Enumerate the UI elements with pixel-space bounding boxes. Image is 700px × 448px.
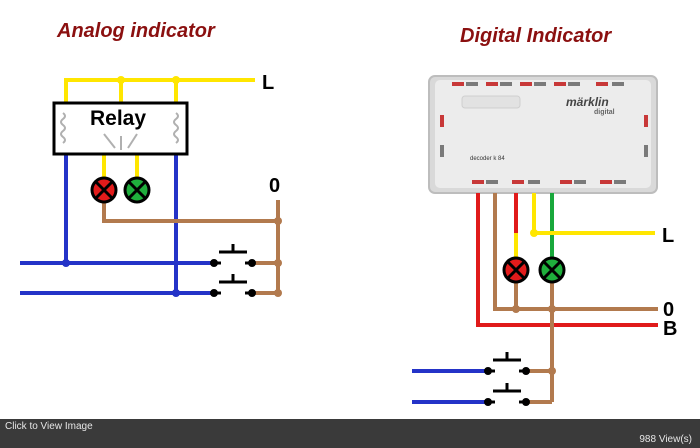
brown-junctions: [274, 217, 282, 297]
decoder-side-terminals: [440, 115, 648, 157]
analog-terminal-l: L: [262, 72, 274, 94]
decoder-module: märklin digital decoder k 84: [428, 75, 658, 194]
decoder-model: decoder k 84: [470, 156, 505, 162]
click-to-view-link[interactable]: Click to View Image: [5, 421, 93, 432]
digital-terminal-b: B: [663, 318, 677, 340]
yellow-wire-l: [64, 78, 255, 103]
digital-lamp-green: [538, 256, 566, 284]
analog-terminal-0: 0: [269, 175, 280, 197]
yellow-junctions: [117, 76, 180, 84]
decoder-brand: märklin: [566, 95, 609, 109]
red-wire-b: [476, 193, 658, 327]
analog-pushbutton-upper: [210, 244, 256, 267]
digital-terminal-0: 0: [663, 299, 674, 321]
decoder-top-terminals: [452, 82, 624, 86]
wiring-diagram: Analog indicator: [20, 20, 677, 406]
decoder-bottom-terminals: [472, 180, 626, 184]
brown-junctions-digital: [512, 305, 556, 375]
analog-lamp-red: [90, 176, 118, 204]
yellow-junction-digital: [530, 229, 538, 237]
blue-junctions: [62, 259, 180, 297]
digital-terminal-l: L: [662, 225, 674, 247]
digital-title: Digital Indicator: [460, 25, 612, 47]
image-caption-bar: Click to View Image 988 View(s): [0, 419, 700, 448]
analog-title: Analog indicator: [56, 20, 216, 42]
brown-wire-btn-stubs: [526, 369, 552, 404]
brown-wire-common: [102, 202, 278, 223]
digital-wiring: [412, 193, 658, 404]
brown-wire-0-digital: [493, 193, 658, 311]
digital-pushbutton-lower: [484, 383, 530, 406]
relay-coil-icon: [60, 112, 179, 150]
digital-pushbutton-upper: [484, 352, 530, 375]
analog-wiring: [20, 76, 282, 297]
decoder-brand-sub: digital: [594, 109, 615, 116]
analog-lamp-green: [123, 176, 151, 204]
relay-label: Relay: [90, 107, 146, 130]
digital-lamp-red: [502, 256, 530, 284]
relay-box: Relay: [52, 101, 189, 156]
analog-pushbutton-lower: [210, 274, 256, 297]
view-count: 988 View(s): [639, 434, 692, 445]
